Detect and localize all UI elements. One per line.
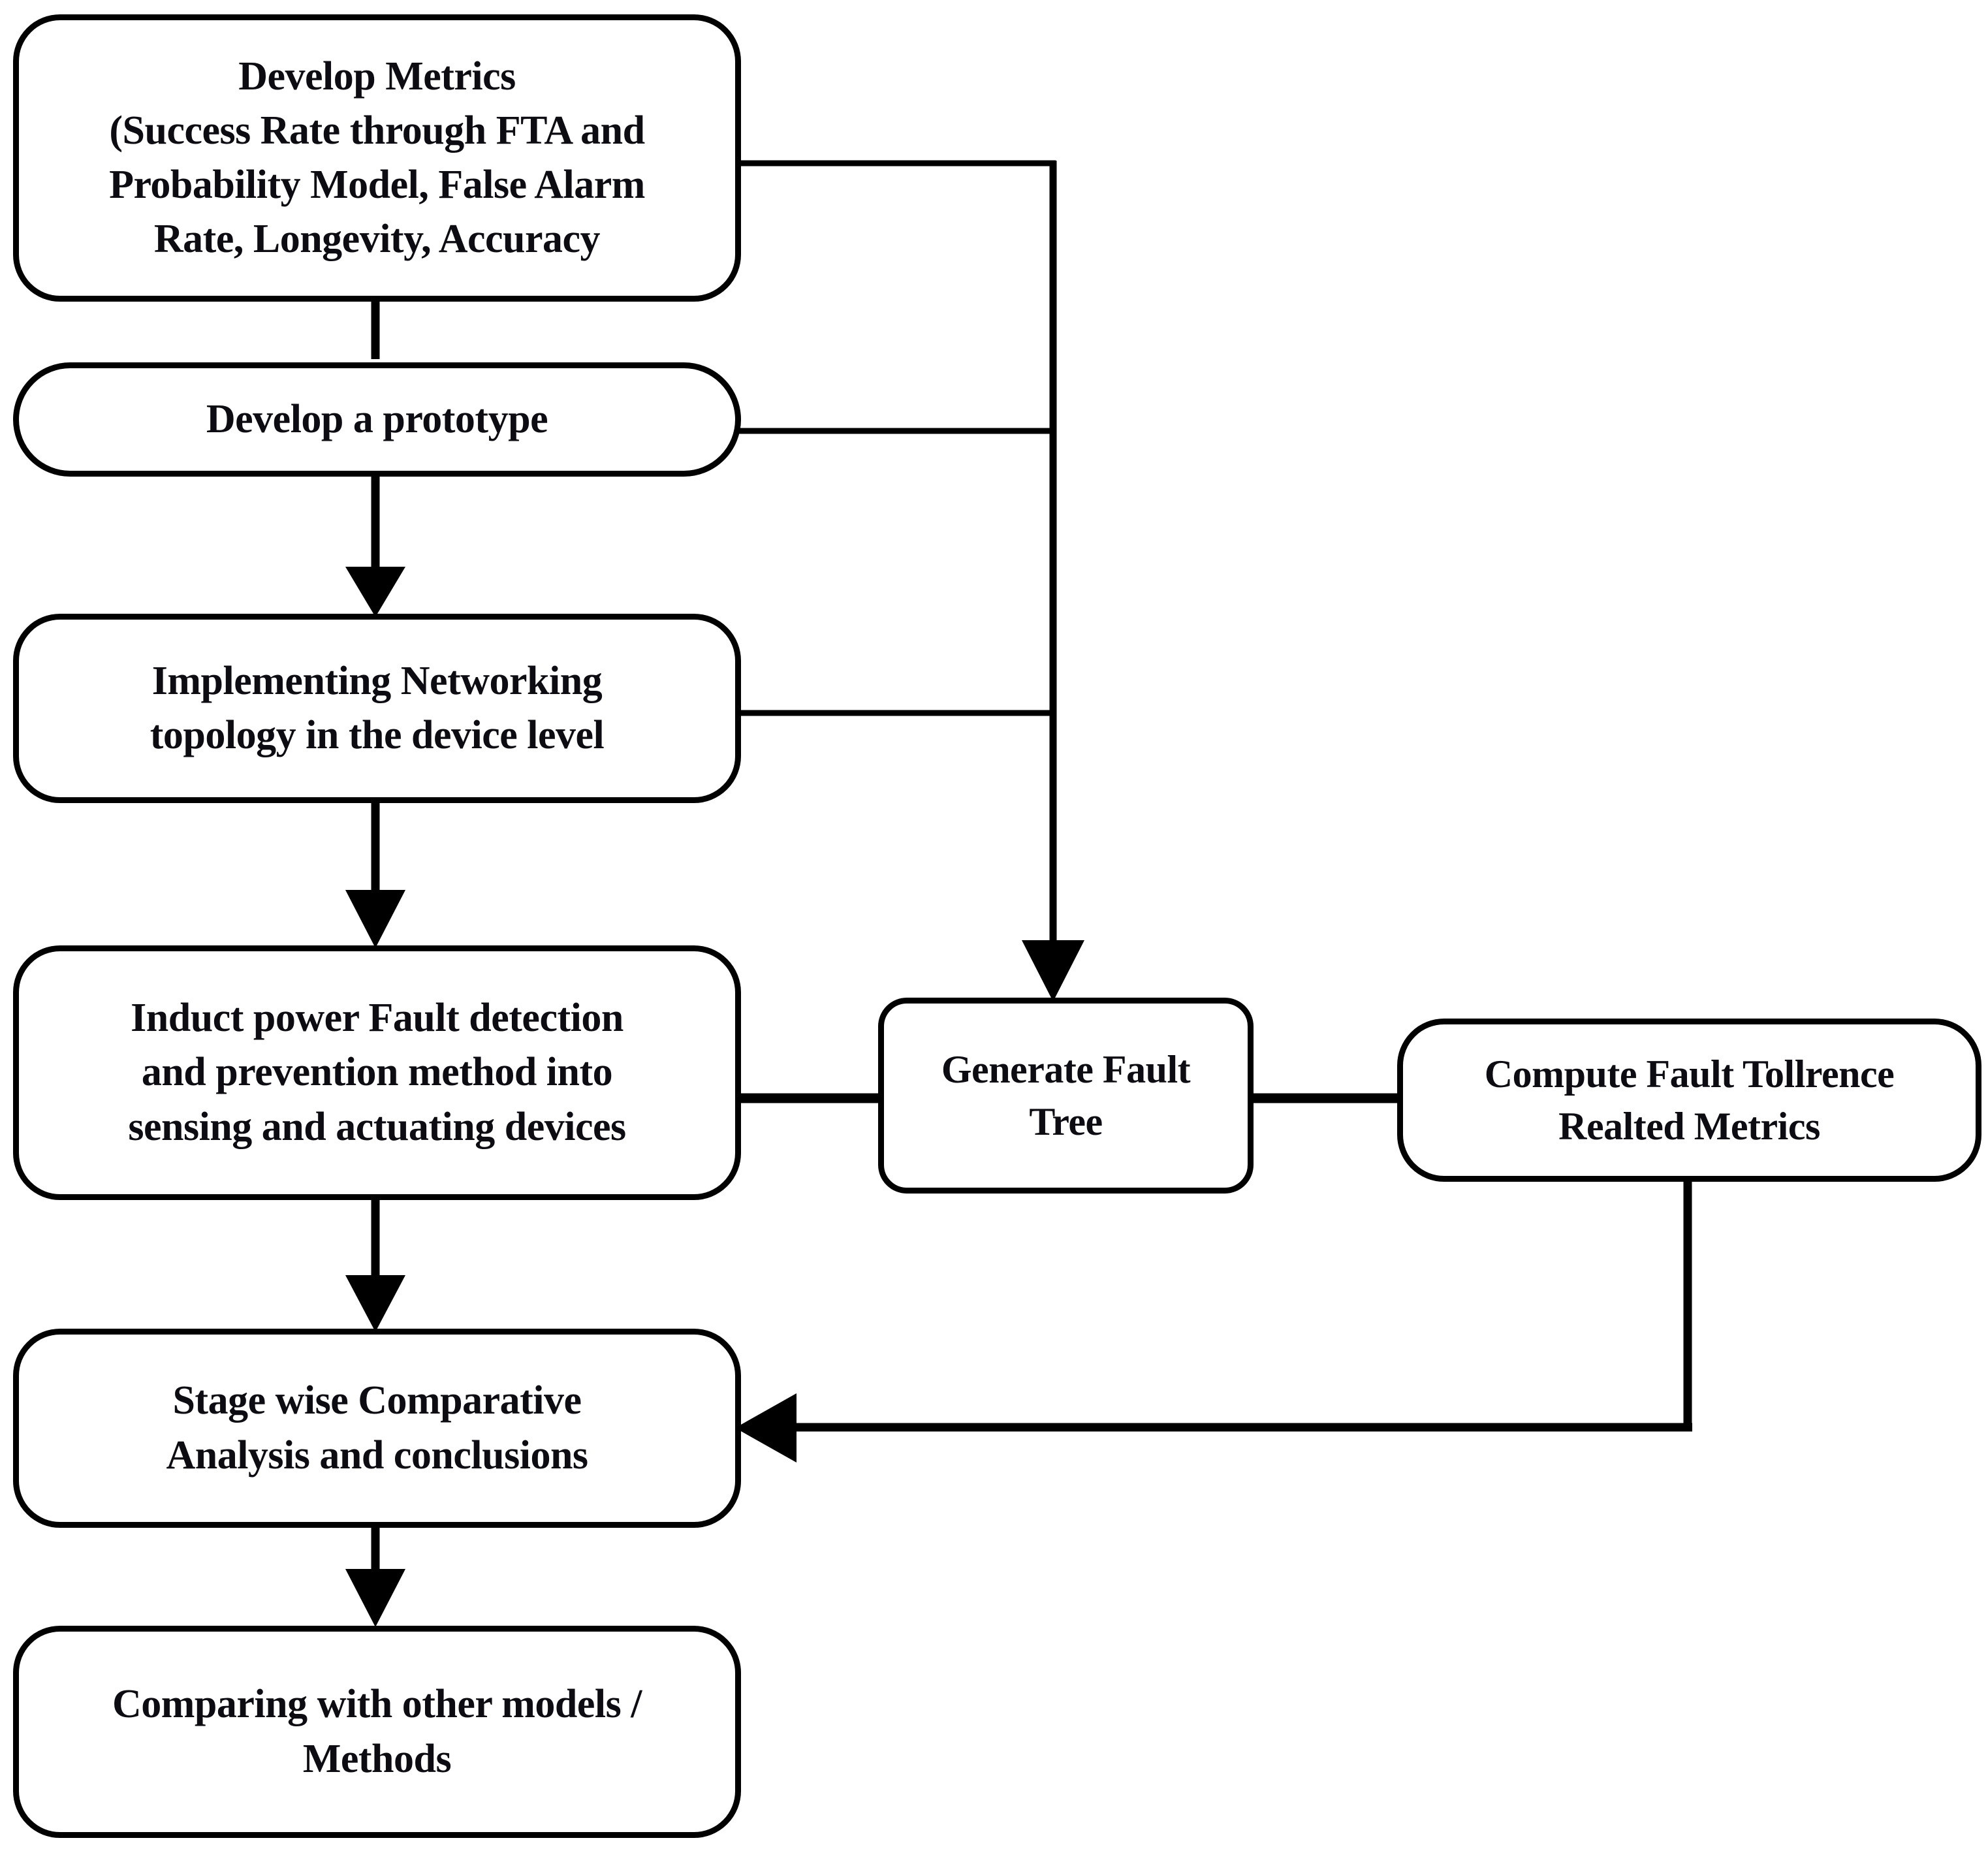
edge-topology-to-induct — [345, 803, 405, 948]
edge-prototype-to-topology — [345, 477, 405, 617]
node-induct-power-fault-detection[interactable]: Induct power Fault detection and prevent… — [13, 945, 741, 1200]
node-develop-metrics[interactable]: Develop Metrics (Success Rate through FT… — [13, 14, 741, 302]
node-generate-fault-tree-label: Generate Fault Tree — [941, 1047, 1191, 1143]
node-implementing-networking-topology-label: Implementing Networking topology in the … — [150, 658, 605, 757]
node-comparing-with-other-models[interactable]: Comparing with other models / Methods — [13, 1626, 741, 1838]
edge-compute-to-stagewise — [735, 1179, 1692, 1463]
node-comparing-with-other-models-label: Comparing with other models / Methods — [112, 1682, 642, 1781]
node-stage-wise-comparative-analysis-label: Stage wise Comparative Analysis and conc… — [166, 1378, 588, 1478]
node-compute-fault-tollrence-metrics-label: Compute Fault Tollrence Realted Metrics — [1484, 1052, 1895, 1148]
node-develop-prototype[interactable]: Develop a prototype — [13, 362, 741, 477]
node-develop-metrics-label: Develop Metrics (Success Rate through FT… — [109, 54, 645, 262]
edge-induct-to-stagewise — [345, 1200, 405, 1332]
edge-bus-to-faulttree — [1022, 161, 1084, 1002]
node-stage-wise-comparative-analysis[interactable]: Stage wise Comparative Analysis and conc… — [13, 1329, 741, 1528]
node-implementing-networking-topology[interactable]: Implementing Networking topology in the … — [13, 614, 741, 803]
node-develop-prototype-label: Develop a prototype — [206, 396, 548, 441]
node-generate-fault-tree[interactable]: Generate Fault Tree — [878, 998, 1254, 1194]
edge-stagewise-to-comparing — [345, 1528, 405, 1627]
node-induct-power-fault-detection-label: Induct power Fault detection and prevent… — [128, 996, 626, 1149]
node-compute-fault-tollrence-metrics[interactable]: Compute Fault Tollrence Realted Metrics — [1397, 1019, 1981, 1182]
